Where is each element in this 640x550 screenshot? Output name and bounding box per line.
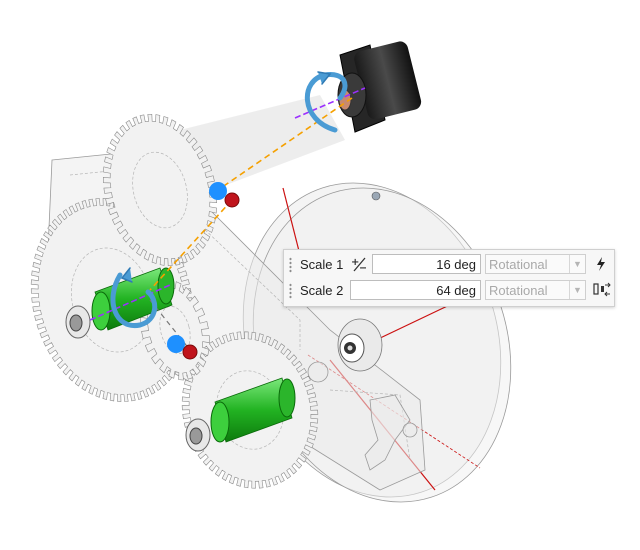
scale-2-label: Scale 2 bbox=[300, 283, 344, 298]
stepper-motor[interactable] bbox=[337, 40, 423, 133]
chevron-down-icon: ▼ bbox=[569, 255, 585, 273]
rotate-arrow-gear[interactable] bbox=[110, 267, 158, 328]
drag-grip-icon[interactable] bbox=[289, 283, 292, 299]
coupling-line-2 bbox=[149, 199, 233, 291]
scale-1-value-input[interactable] bbox=[372, 254, 481, 274]
handle-red-lower[interactable] bbox=[182, 344, 198, 360]
scale-1-type-value: Rotational bbox=[489, 257, 548, 272]
disc-hub[interactable] bbox=[337, 318, 383, 372]
plus-minus-icon[interactable]: +− bbox=[350, 256, 367, 275]
coupling-line-1 bbox=[217, 97, 353, 191]
rotate-arrow-motor[interactable] bbox=[304, 71, 348, 133]
chevron-down-icon: ▼ bbox=[569, 281, 585, 299]
bottom-shaft-hub[interactable] bbox=[185, 418, 211, 452]
axis-line-gear bbox=[89, 284, 171, 321]
scale-2-type-select[interactable]: Rotational ▼ bbox=[485, 280, 586, 300]
latch[interactable] bbox=[364, 394, 411, 471]
scale-2-value-input[interactable] bbox=[350, 280, 481, 300]
scale-1-type-select[interactable]: Rotational ▼ bbox=[485, 254, 586, 274]
gear-scale-panel: Scale 1 +− Rotational ▼ Scale 2 Rotation… bbox=[283, 249, 615, 307]
scale-2-type-value: Rotational bbox=[489, 283, 548, 298]
upper-gear-teeth bbox=[102, 114, 218, 266]
scale-row-2: Scale 2 Rotational ▼ bbox=[284, 280, 614, 302]
upper-gear[interactable] bbox=[87, 101, 233, 278]
handle-red-upper[interactable] bbox=[224, 192, 240, 208]
handle-blue-upper[interactable] bbox=[209, 182, 227, 200]
svg-text:+: + bbox=[351, 257, 359, 268]
left-shaft-hub[interactable] bbox=[65, 305, 91, 339]
latch-pin bbox=[402, 422, 418, 438]
axis-line-motor bbox=[294, 87, 366, 119]
lightning-icon[interactable] bbox=[593, 256, 609, 272]
drag-grip-icon[interactable] bbox=[289, 257, 292, 273]
svg-text:−: − bbox=[359, 263, 366, 272]
swap-icon[interactable] bbox=[593, 282, 611, 298]
handle-blue-lower[interactable] bbox=[167, 335, 185, 353]
lower-green-shaft[interactable] bbox=[210, 377, 296, 443]
scale-1-label: Scale 1 bbox=[300, 257, 344, 272]
scale-row-1: Scale 1 +− Rotational ▼ bbox=[284, 254, 614, 276]
upper-gear-hub-outline bbox=[132, 151, 188, 229]
